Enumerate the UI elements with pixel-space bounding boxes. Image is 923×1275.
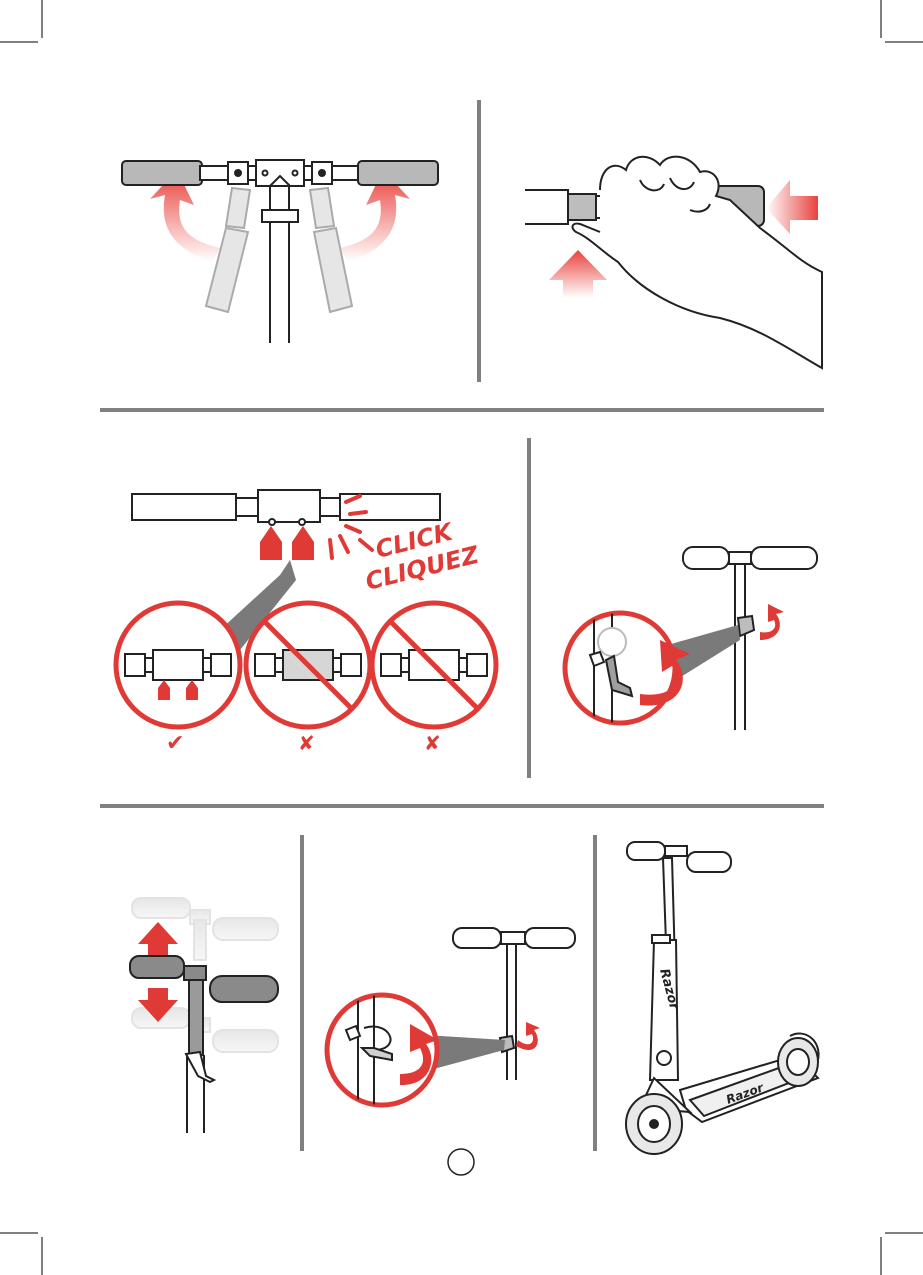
arrow-up-icon <box>549 250 607 298</box>
incorrect-example-circle-2 <box>372 603 496 727</box>
step-lock-clamp <box>327 928 575 1120</box>
grip-left-raised <box>122 161 202 185</box>
step-press-grip <box>525 157 822 368</box>
grip-right-folded <box>314 228 352 312</box>
cross-mark-icon: ✘ <box>298 731 315 755</box>
step-unfold-handlebars <box>122 160 438 343</box>
zoom-circle-clamp-close <box>565 600 690 740</box>
incorrect-example-circle-1 <box>246 603 370 727</box>
page-number-badge <box>448 1149 474 1175</box>
arrow-up-icon-2 <box>138 922 178 955</box>
clamp-center <box>258 490 320 522</box>
rotate-arrow-small-icon-2 <box>516 1022 540 1050</box>
step-click-buttons: CLICK CLIQUEZ <box>116 490 496 756</box>
zoom-circle-clamp-lock <box>327 985 438 1120</box>
step-adjust-height <box>130 898 278 1133</box>
check-mark-icon: ✔ <box>166 731 184 756</box>
arrow-left-icon <box>766 180 818 234</box>
correct-example-circle <box>116 603 240 727</box>
scooter-grip-left <box>627 842 665 860</box>
completed-scooter-illustration: Razor Razor <box>626 842 819 1154</box>
scooter-grip-right <box>687 852 731 872</box>
grip-left-folded <box>226 188 250 228</box>
cross-mark-icon-2: ✘ <box>424 731 441 755</box>
step-close-clamp <box>565 547 817 740</box>
grip-right-raised <box>358 161 438 185</box>
rotate-arrow-small-icon <box>760 604 784 640</box>
